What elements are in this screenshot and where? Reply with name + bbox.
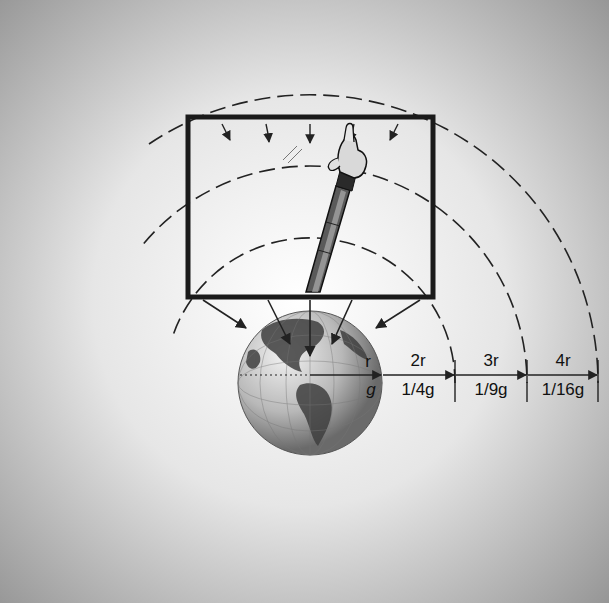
distance-scale — [310, 360, 598, 402]
distance-label: 3r — [483, 351, 498, 371]
elevator-box — [188, 117, 433, 297]
distance-label: 2r — [410, 351, 425, 371]
gravity-label: 1/9g — [474, 380, 507, 400]
distance-label: 4r — [555, 351, 570, 371]
gravity-arrows — [203, 300, 420, 356]
gravity-label: 1/16g — [542, 380, 585, 400]
gravity-label: g — [366, 380, 375, 400]
radius-label: r — [365, 352, 371, 372]
force-arrows — [222, 124, 398, 143]
telescope-figure — [306, 124, 367, 293]
field-arcs — [144, 95, 598, 383]
gravity-label: 1/4g — [401, 380, 434, 400]
